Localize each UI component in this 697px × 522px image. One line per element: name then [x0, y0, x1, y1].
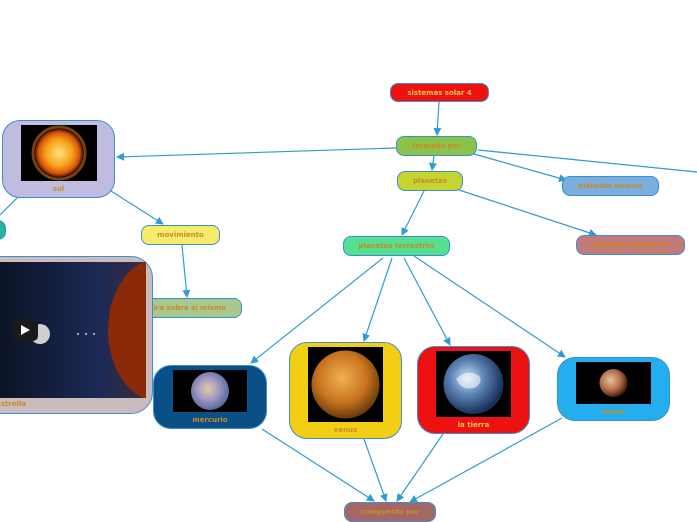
node-planetas-enanos[interactable]: planetas enanos	[562, 176, 659, 196]
edge-mercurio-compuesto	[261, 428, 375, 502]
card-sol[interactable]: sol	[2, 120, 115, 198]
edge-sol-left	[0, 196, 19, 216]
edge-tierra-compuesto	[396, 433, 444, 502]
card-mercurio[interactable]: mercurio	[153, 365, 267, 429]
edge-formado-enanos	[473, 153, 567, 182]
edge-terrestres-tierra	[403, 257, 451, 346]
edge-planetas-exteriores	[458, 189, 597, 237]
mars-image	[576, 362, 651, 404]
edge-terrestres-mercurio	[250, 257, 384, 364]
card-tierra[interactable]: la tierra	[417, 346, 530, 434]
card-venus[interactable]: venus	[289, 342, 402, 439]
edge-formado-sol	[116, 147, 397, 161]
edge-formado-offpage	[477, 149, 697, 173]
edge-formado-planetas	[429, 155, 437, 171]
mercury-image	[173, 370, 247, 412]
card-venus-label: venus	[333, 426, 358, 434]
node-planetas[interactable]: planetas	[397, 171, 463, 191]
earth-image	[436, 351, 511, 417]
node-compuesto-por[interactable]: compuesto por	[344, 502, 436, 522]
node-formado-por[interactable]: formado por	[396, 136, 477, 156]
node-gira-sobre[interactable]: gira sobre sí mismo	[130, 298, 242, 318]
card-mercurio-label: mercurio	[192, 416, 228, 424]
venus-image	[308, 347, 383, 422]
edge-movimiento-gira	[181, 244, 191, 298]
edge-terrestres-marte	[413, 255, 566, 358]
edge-root-formado	[433, 101, 442, 136]
card-estrella[interactable]: estrella	[0, 256, 153, 414]
node-planetas-terrestres[interactable]: planetas terrestres	[343, 236, 450, 256]
node-gira-sobre-label: gira sobre sí mismo	[148, 304, 226, 312]
node-sistemas-solar[interactable]: sistemas solar 4	[390, 83, 489, 102]
node-planetas-exteriores[interactable]: planetas exteriores	[576, 235, 685, 255]
edge-terrestres-venus	[362, 257, 393, 342]
sun-image	[20, 125, 97, 181]
card-sol-label: sol	[52, 185, 65, 193]
card-marte-label: marte	[601, 408, 626, 416]
edge-venus-compuesto	[363, 438, 388, 502]
card-estrella-label: estrella	[0, 400, 26, 408]
edge-planetas-terrestres	[401, 190, 425, 236]
edge-marte-compuesto	[409, 417, 563, 503]
edge-sol-movimiento	[110, 190, 164, 225]
card-tierra-label: la tierra	[457, 421, 490, 429]
node-movimiento[interactable]: movimiento	[141, 225, 220, 245]
card-marte[interactable]: marte	[557, 357, 670, 421]
play-icon[interactable]	[12, 319, 38, 341]
video-thumbnail[interactable]	[0, 262, 146, 398]
